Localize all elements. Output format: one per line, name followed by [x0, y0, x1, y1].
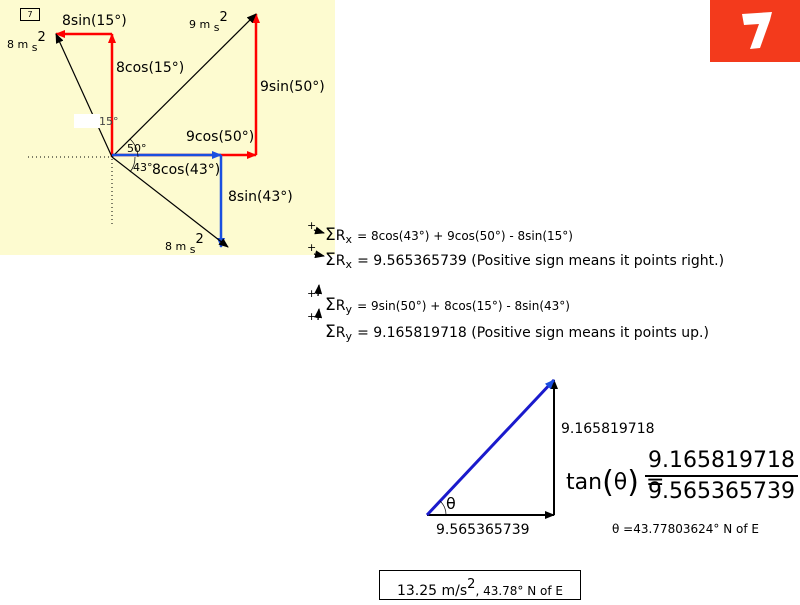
arrow-right-2 [313, 250, 325, 259]
arrow-up-1 [314, 284, 323, 297]
fraction-numerator: 9.165819718 [645, 448, 798, 477]
plus-sign-2: + [307, 241, 317, 254]
vector-b-y-label: 9sin(50°) [260, 79, 325, 95]
vector-c-y-label: 8sin(43°) [228, 189, 293, 205]
ry-value: ΣRy = 9.165819718 (Positive sign means i… [325, 322, 709, 343]
final-answer-box: 13.25 m/s2, 43.78° N of E [379, 570, 581, 600]
angle-43-label: 43° [133, 161, 153, 174]
triangle-opposite-label: 9.165819718 [561, 421, 655, 437]
vector-b [111, 13, 257, 158]
angle-arc-50 [129, 138, 139, 158]
angle-15-label: 15° [99, 115, 119, 128]
ry-formula: ΣRy = 9sin(50°) + 8cos(15°) - 8sin(43°) [325, 295, 570, 316]
angle-50-label: 50° [127, 142, 147, 155]
vector-c-x-label: 8cos(43°) [152, 162, 221, 178]
theta-arc [439, 500, 447, 516]
vector-b-magnitude: 9 m s2 [189, 10, 228, 34]
vector-c [111, 156, 229, 248]
tan-equation: tan(θ) = [566, 465, 665, 500]
vector-c-magnitude: 8 m s2 [165, 232, 204, 256]
triangle-adjacent-label: 9.565365739 [436, 522, 530, 538]
seven-logo-icon [710, 0, 800, 62]
vector-a-x-label: 8sin(15°) [62, 13, 127, 29]
plus-sign-1: + [307, 219, 317, 232]
vector-a-y-label: 8cos(15°) [116, 60, 185, 76]
theta-result: θ =43.77803624° N of E [612, 522, 759, 536]
angle-label-background [74, 114, 100, 128]
seven-logo-svg [742, 12, 772, 49]
vector-a-magnitude: 8 m s2 [7, 30, 46, 54]
theta-label: θ [446, 494, 456, 513]
vector-a [55, 33, 113, 158]
plus-sign-3: + [307, 287, 317, 300]
rx-formula: ΣRx = 8cos(43°) + 9cos(50°) - 8sin(15°) [325, 225, 573, 246]
resultant-arrow [425, 378, 556, 517]
plus-sign-4: + [307, 310, 317, 323]
fraction-denominator: 9.565365739 [648, 479, 795, 504]
vector-b-x-label: 9cos(50°) [186, 129, 255, 145]
angle-arc-43 [129, 156, 136, 173]
page-number-box: 7 [20, 8, 40, 21]
arrow-up-2 [314, 308, 323, 321]
arrow-right-1 [313, 226, 325, 235]
rx-value: ΣRx = 9.565365739 (Positive sign means i… [325, 250, 725, 271]
tan-fraction: 9.165819718 9.565365739 [645, 448, 798, 504]
